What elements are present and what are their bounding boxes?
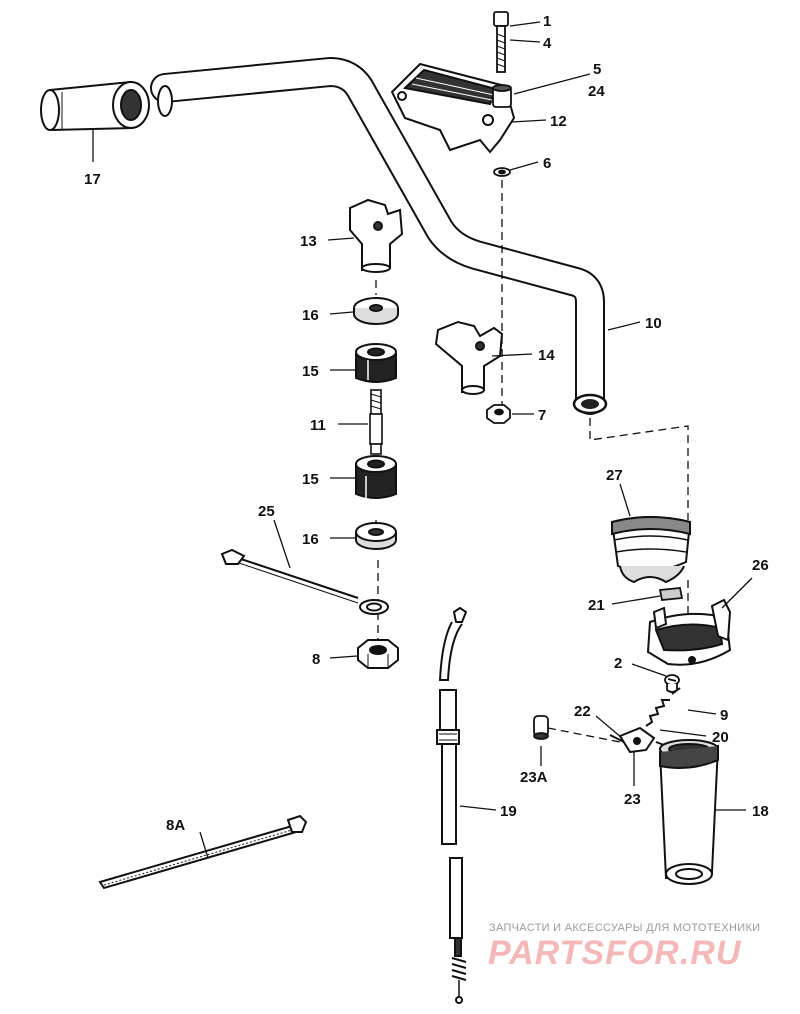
handlebar bbox=[150, 57, 608, 415]
callout-8a: 8A bbox=[166, 817, 185, 834]
callout-26: 26 bbox=[752, 557, 769, 574]
callout-labels: 1 4 5 24 12 6 17 13 16 10 15 14 11 7 15 … bbox=[84, 13, 769, 834]
callout-23a: 23A bbox=[520, 769, 548, 786]
callout-2: 2 bbox=[614, 655, 622, 672]
washer-6 bbox=[493, 167, 511, 177]
nut-8 bbox=[357, 639, 399, 669]
throttle-housing-lower bbox=[646, 598, 732, 666]
callout-21: 21 bbox=[588, 597, 605, 614]
throttle-housing-cover bbox=[610, 516, 692, 584]
leader-lines bbox=[92, 21, 753, 859]
callout-22: 22 bbox=[574, 703, 591, 720]
callout-10: 10 bbox=[645, 315, 662, 332]
callout-13: 13 bbox=[300, 233, 317, 250]
stud bbox=[369, 389, 383, 455]
callout-16-lower: 16 bbox=[302, 531, 319, 548]
friction-shoe bbox=[658, 587, 684, 601]
callout-23: 23 bbox=[624, 791, 641, 808]
callout-8: 8 bbox=[312, 651, 320, 668]
callout-15-lower: 15 bbox=[302, 471, 319, 488]
callout-25: 25 bbox=[258, 503, 275, 520]
watermark-tagline: ЗАПЧАСТИ И АКСЕССУАРЫ ДЛЯ МОТОТЕХНИКИ bbox=[489, 922, 761, 934]
callout-24: 24 bbox=[588, 83, 605, 100]
throttle-plate bbox=[609, 726, 673, 754]
callout-16-upper: 16 bbox=[302, 307, 319, 324]
spacer bbox=[492, 84, 512, 108]
callout-18: 18 bbox=[752, 803, 769, 820]
left-grip bbox=[40, 80, 150, 132]
callout-11: 11 bbox=[310, 417, 326, 434]
callout-7: 7 bbox=[538, 407, 546, 424]
callout-4: 4 bbox=[543, 35, 552, 52]
ground-strap bbox=[220, 548, 389, 615]
cable-ferrule bbox=[533, 715, 549, 740]
riser-right bbox=[434, 320, 504, 395]
callout-27: 27 bbox=[606, 467, 623, 484]
tension-spring bbox=[645, 687, 681, 727]
callout-15-upper: 15 bbox=[302, 363, 319, 380]
callout-20: 20 bbox=[712, 729, 729, 746]
clamp-bolt bbox=[493, 11, 509, 73]
nut-7 bbox=[486, 404, 511, 424]
right-grip bbox=[658, 739, 720, 885]
washer-16-upper bbox=[353, 297, 399, 325]
bushing-upper bbox=[355, 343, 397, 383]
callout-19: 19 bbox=[500, 803, 517, 820]
bushing-lower bbox=[355, 455, 397, 499]
throttle-cable bbox=[436, 606, 468, 1004]
cable-tie bbox=[98, 814, 308, 890]
callout-9: 9 bbox=[720, 707, 728, 724]
callout-14: 14 bbox=[538, 347, 555, 364]
riser-left bbox=[349, 198, 404, 273]
handlebar-clamp-top bbox=[390, 62, 516, 154]
callout-6: 6 bbox=[543, 155, 551, 172]
callout-12: 12 bbox=[550, 113, 567, 130]
callout-17: 17 bbox=[84, 171, 101, 188]
callout-5: 5 bbox=[593, 61, 601, 78]
washer-16-lower bbox=[355, 522, 397, 550]
watermark-logo: PARTSFOR.RU bbox=[488, 934, 742, 972]
callout-1: 1 bbox=[543, 13, 551, 30]
